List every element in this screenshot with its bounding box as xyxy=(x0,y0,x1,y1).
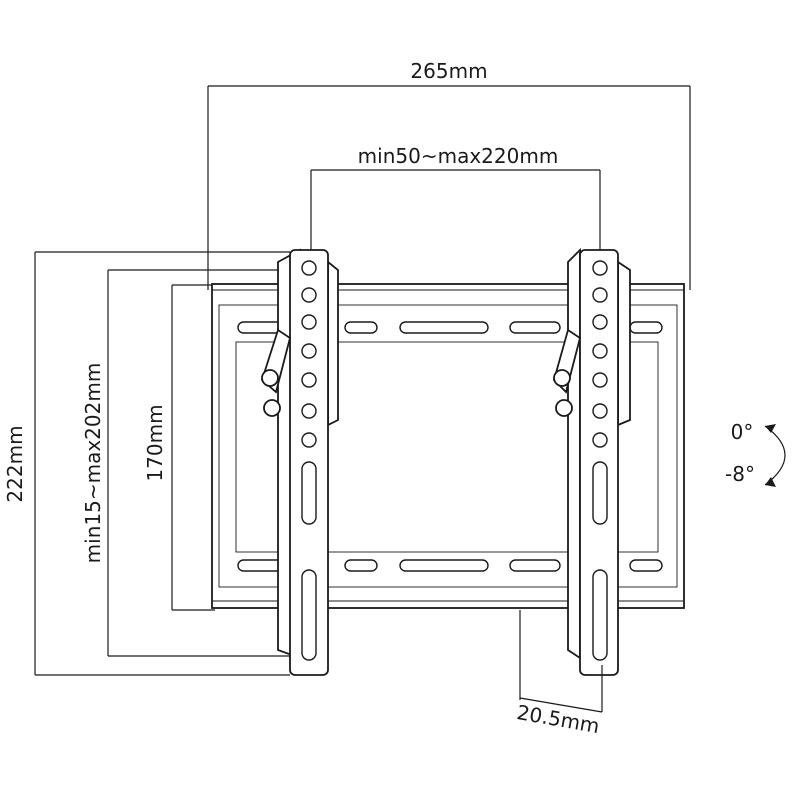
tilt-lower-label: -8° xyxy=(725,462,755,486)
overall-width-dimension: 265mm xyxy=(207,59,691,290)
plate-slot xyxy=(509,559,561,572)
bolt xyxy=(555,399,573,417)
overall-width-label: 265mm xyxy=(410,59,487,83)
plate-slot xyxy=(509,321,561,334)
vesa-hole xyxy=(592,314,608,330)
arm-slot xyxy=(301,461,317,525)
vesa-horizontal-dimension: min50~max220mm xyxy=(310,144,601,262)
vesa-hole xyxy=(301,343,317,359)
vesa-hole xyxy=(592,343,608,359)
vesa-hole xyxy=(592,403,608,419)
arm-slot xyxy=(301,569,317,661)
bolt xyxy=(553,369,571,387)
vesa-hole xyxy=(301,403,317,419)
tilt-arc xyxy=(764,425,786,486)
plate-slot xyxy=(399,559,489,572)
left-mounting-arm xyxy=(260,248,339,676)
arm-slot xyxy=(592,569,608,661)
vesa-hole xyxy=(592,260,608,276)
plate-slot xyxy=(344,559,378,572)
plate-slot xyxy=(629,321,663,334)
overall-height-label: 222mm xyxy=(3,425,27,502)
overall-height-dimension: 222mm xyxy=(3,251,290,676)
vesa-hole xyxy=(301,314,317,330)
vesa-hole xyxy=(301,260,317,276)
tilt-indicator: 0° -8° xyxy=(725,420,786,487)
plate-height-dimension: 170mm xyxy=(143,284,215,611)
vesa-horizontal-label: min50~max220mm xyxy=(358,144,559,168)
plate-slot xyxy=(344,321,378,334)
vesa-hole xyxy=(592,432,608,448)
arrow-up-icon xyxy=(765,424,776,433)
vesa-hole xyxy=(592,372,608,388)
bolt xyxy=(263,399,281,417)
vesa-hole xyxy=(301,372,317,388)
wall-distance-label: 20.5mm xyxy=(515,700,601,738)
right-mounting-arm xyxy=(552,247,631,676)
arm-slot xyxy=(592,461,608,525)
plate-slot xyxy=(629,559,663,572)
plate-slot xyxy=(399,321,489,334)
plate-height-label: 170mm xyxy=(143,404,167,481)
vesa-hole xyxy=(301,287,317,303)
vesa-vertical-dimension: min15~max202mm xyxy=(81,269,300,657)
bolt xyxy=(261,369,279,387)
arrow-down-icon xyxy=(765,477,776,487)
vesa-hole xyxy=(592,287,608,303)
vesa-vertical-label: min15~max202mm xyxy=(81,363,105,564)
tilt-upper-label: 0° xyxy=(731,420,754,444)
vesa-hole xyxy=(301,432,317,448)
